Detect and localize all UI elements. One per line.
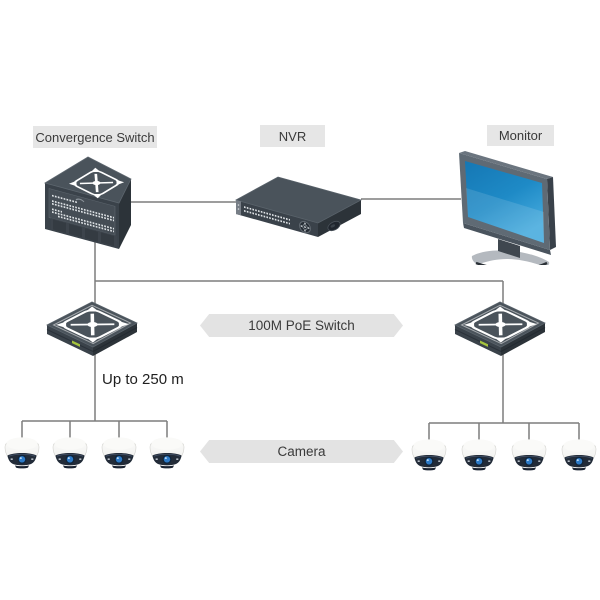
- monitor-stand: [498, 239, 520, 258]
- label-convergence-switch: Convergence Switch: [33, 126, 157, 148]
- camera-left-2: [52, 436, 88, 469]
- nvr-front-ports: [244, 206, 311, 234]
- camera-left-4: [149, 436, 185, 469]
- banner-camera: Camera: [200, 440, 403, 463]
- camera-right-3: [511, 438, 547, 471]
- nvr-power-button: [327, 220, 341, 232]
- label-monitor: Monitor: [487, 125, 554, 146]
- distance-annotation: Up to 250 m: [102, 371, 184, 388]
- switch-front-panel: [48, 188, 117, 248]
- camera-left-3: [101, 436, 137, 469]
- camera-right-4: [561, 438, 597, 471]
- camera-right-2: [461, 438, 497, 471]
- camera-right-1: [411, 438, 447, 471]
- convergence-switch-device: [43, 156, 132, 249]
- monitor-base: [471, 250, 550, 265]
- monitor-device: [459, 151, 556, 265]
- nvr-device: [234, 176, 363, 237]
- monitor-screen: [465, 161, 544, 243]
- poe-switch-right: [453, 298, 557, 356]
- nvr-jog-dial: [299, 220, 311, 234]
- banner-poe-switch: 100M PoE Switch: [200, 314, 403, 337]
- poe-switch-left: [45, 298, 149, 356]
- camera-left-1: [4, 436, 40, 469]
- label-nvr: NVR: [260, 125, 325, 147]
